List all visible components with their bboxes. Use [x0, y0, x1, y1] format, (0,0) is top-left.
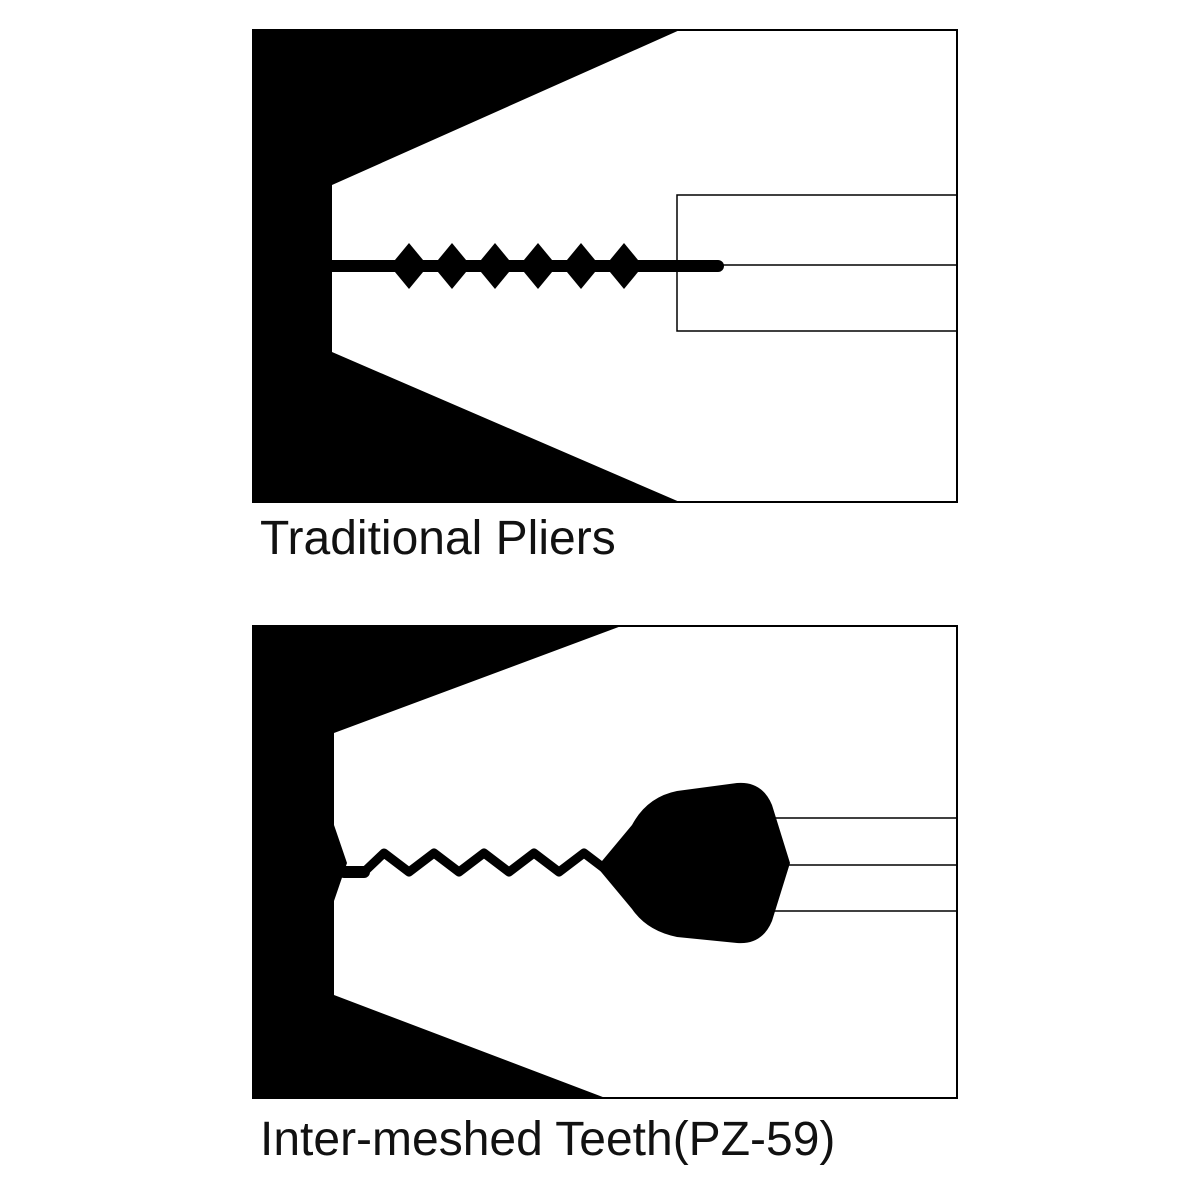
traditional-pliers-caption: Traditional Pliers [260, 512, 616, 565]
tooth [519, 243, 557, 289]
gripping-pocket [597, 782, 790, 944]
tooth [476, 243, 514, 289]
inter-meshed-teeth-caption: Inter-meshed Teeth(PZ-59) [260, 1113, 836, 1166]
tooth [390, 243, 428, 289]
inter-meshed-teeth [360, 848, 612, 877]
tooth [562, 243, 600, 289]
plier-jaw-body [252, 29, 682, 503]
plier-jaw-body [252, 625, 624, 1099]
traditional-pliers-svg [252, 29, 958, 503]
diamond-teeth [390, 243, 643, 289]
tooth [433, 243, 471, 289]
traditional-pliers-diagram [252, 29, 958, 503]
tooth [605, 243, 643, 289]
inter-meshed-teeth-diagram [252, 625, 958, 1099]
inter-meshed-teeth-svg [252, 625, 958, 1099]
